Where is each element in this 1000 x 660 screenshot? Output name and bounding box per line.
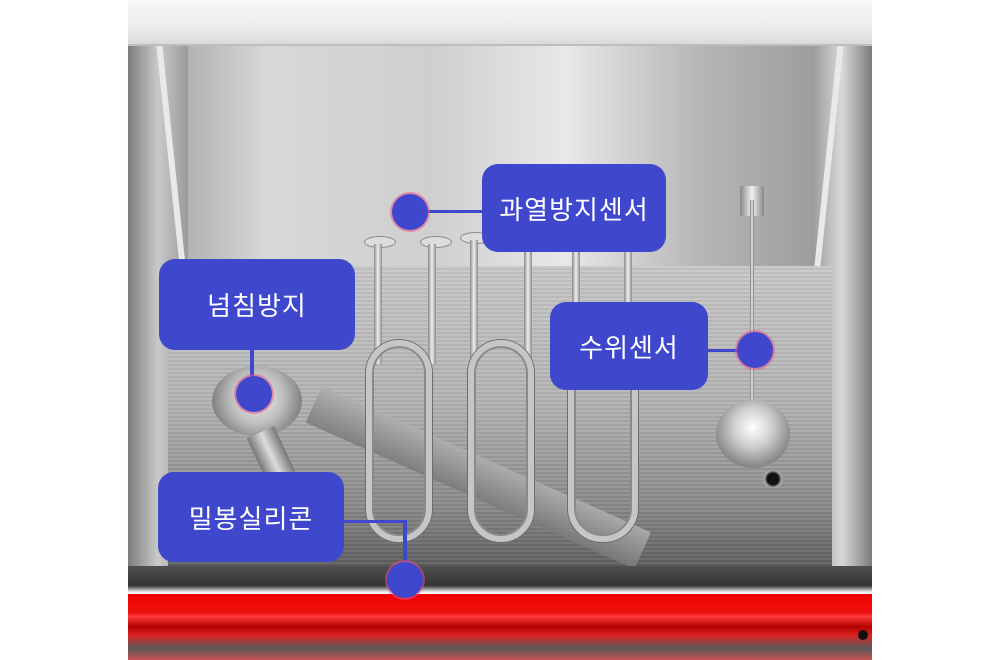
marker-dot-water-level-sensor bbox=[737, 332, 773, 368]
heating-element-loop bbox=[366, 340, 432, 542]
tank-top-lip bbox=[128, 0, 872, 46]
element-stem bbox=[524, 240, 532, 360]
label-overheat-sensor: 과열방지센서 bbox=[482, 164, 666, 252]
marker-dot-sealing-silicone bbox=[387, 562, 423, 598]
connector-line bbox=[424, 210, 484, 213]
label-water-level-sensor: 수위센서 bbox=[550, 302, 708, 390]
screw-hole bbox=[858, 630, 868, 640]
element-cap bbox=[420, 236, 452, 248]
label-text: 밀봉실리콘 bbox=[188, 504, 314, 535]
drain-hole bbox=[762, 470, 784, 488]
marker-dot-overheat-sensor bbox=[392, 194, 428, 230]
connector-line bbox=[250, 348, 254, 378]
element-stem bbox=[470, 240, 478, 360]
label-text: 넘침방지 bbox=[207, 292, 307, 322]
float-sensor-rod bbox=[750, 200, 754, 430]
marker-dot-overflow-prevention bbox=[236, 376, 272, 412]
connector-line bbox=[344, 520, 406, 523]
heating-element-loop bbox=[468, 340, 534, 542]
element-stem bbox=[428, 244, 436, 364]
red-trim-band bbox=[128, 594, 872, 660]
label-sealing-silicone: 밀봉실리콘 bbox=[158, 472, 344, 562]
connector-line bbox=[706, 349, 742, 352]
connector-line bbox=[403, 520, 407, 564]
front-ledge bbox=[128, 566, 872, 594]
float-ball bbox=[716, 400, 790, 468]
element-stem bbox=[374, 244, 382, 364]
label-text: 수위센서 bbox=[579, 333, 679, 364]
label-text: 과열방지센서 bbox=[499, 195, 649, 226]
label-overflow-prevention: 넘침방지 bbox=[159, 259, 355, 350]
